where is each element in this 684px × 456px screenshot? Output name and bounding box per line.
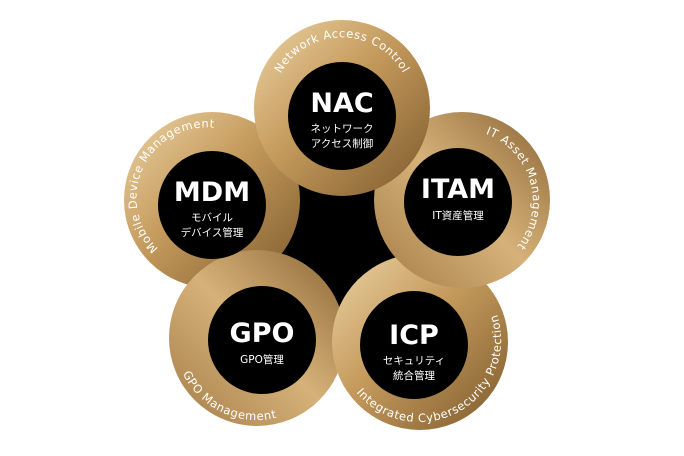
node-abbr: ITAM xyxy=(421,174,495,205)
node-itam: ITAM IT資産管理 xyxy=(404,148,512,256)
node-sub: GPO管理 xyxy=(240,353,284,366)
node-sub: IT資産管理 xyxy=(432,209,484,222)
node-sub: ネットワーク xyxy=(311,123,374,135)
node-abbr: ICP xyxy=(389,320,439,351)
node-nac: NAC ネットワーク アクセス制御 xyxy=(288,62,396,170)
node-sub: デバイス管理 xyxy=(181,226,244,239)
node-abbr: GPO xyxy=(230,318,295,349)
node-gpo: GPO GPO管理 xyxy=(208,286,316,394)
node-abbr: MDM xyxy=(174,177,250,208)
node-sub: アクセス制御 xyxy=(311,137,373,150)
node-sub: 統合管理 xyxy=(393,369,435,382)
node-icp: ICP セキュリティ 統合管理 xyxy=(360,291,468,399)
node-sub: モバイル xyxy=(191,212,233,224)
node-abbr: NAC xyxy=(310,88,373,119)
node-mdm: MDM モバイル デバイス管理 xyxy=(158,151,266,259)
node-sub: セキュリティ xyxy=(383,355,445,367)
